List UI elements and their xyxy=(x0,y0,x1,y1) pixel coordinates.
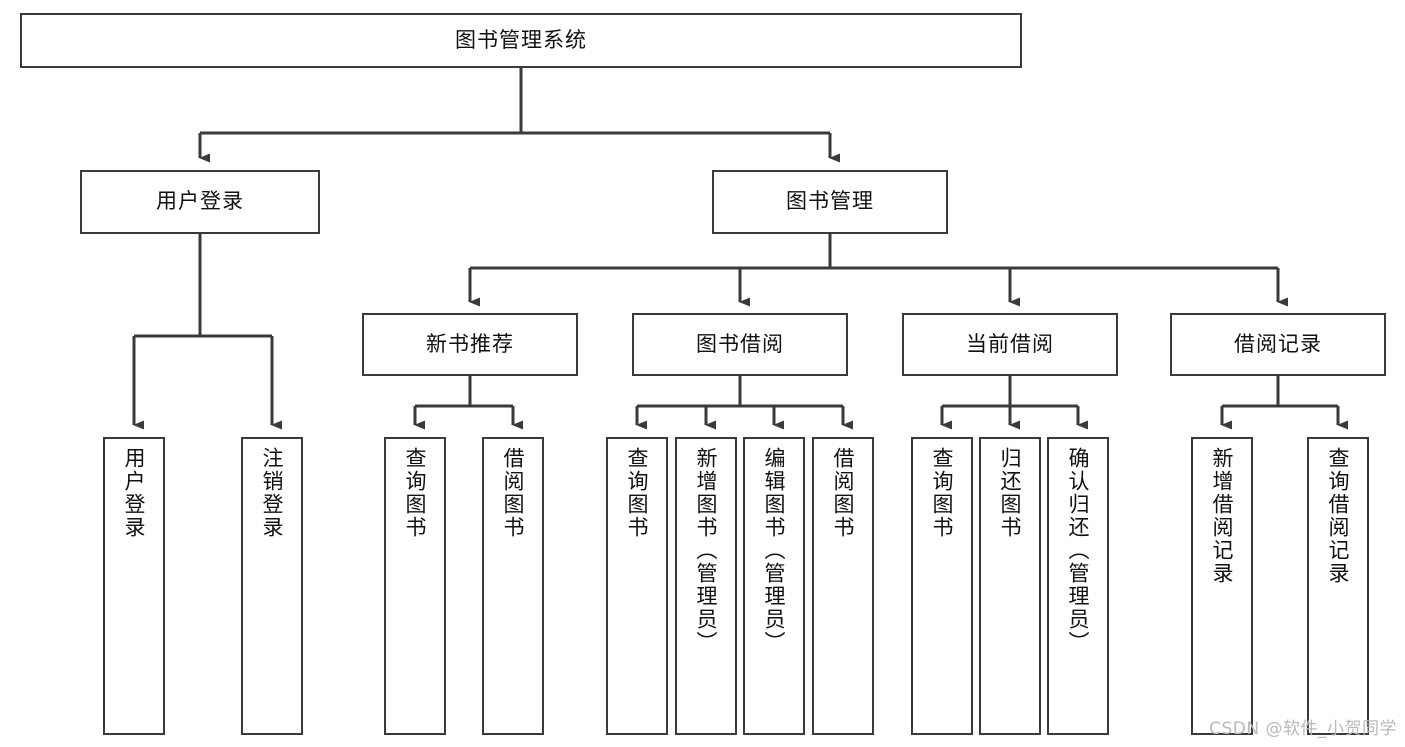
leaf-borrow-record-query[interactable]: 查询借阅记录 xyxy=(1307,437,1369,735)
leaf-user-login-logout[interactable]: 注销登录 xyxy=(241,437,303,735)
leaf-borrow-record-add[interactable]: 新增借阅记录 xyxy=(1191,437,1253,735)
node-new-book-recommend[interactable]: 新书推荐 xyxy=(362,313,578,376)
node-user-login[interactable]: 用户登录 xyxy=(80,170,320,234)
node-label: 图书管理 xyxy=(786,189,874,214)
node-label: 新增借阅记录 xyxy=(1210,447,1235,585)
node-label: 用户登录 xyxy=(122,447,147,539)
node-borrow-record[interactable]: 借阅记录 xyxy=(1170,313,1386,376)
node-label: 查询图书 xyxy=(930,447,955,539)
node-label: 查询图书 xyxy=(625,447,650,539)
leaf-book-borrow-edit[interactable]: 编辑图书（管理员） xyxy=(743,437,805,735)
leaf-book-borrow-add[interactable]: 新增图书（管理员） xyxy=(675,437,737,735)
leaf-new-book-query[interactable]: 查询图书 xyxy=(384,437,446,735)
node-label: 借阅图书 xyxy=(831,447,856,539)
node-label: 归还图书 xyxy=(998,447,1023,539)
node-label: 新书推荐 xyxy=(426,331,514,356)
node-current-borrow[interactable]: 当前借阅 xyxy=(902,313,1118,376)
node-book-management[interactable]: 图书管理 xyxy=(712,170,948,234)
node-label: 查询图书 xyxy=(403,447,428,539)
node-label: 当前借阅 xyxy=(966,331,1054,356)
node-label: 图书借阅 xyxy=(696,331,784,356)
node-label: 借阅记录 xyxy=(1234,331,1322,356)
leaf-current-borrow-return[interactable]: 归还图书 xyxy=(979,437,1041,735)
leaf-book-borrow-query[interactable]: 查询图书 xyxy=(606,437,668,735)
node-label: 借阅图书 xyxy=(501,447,526,539)
node-label: 查询借阅记录 xyxy=(1326,447,1351,585)
node-label: 图书管理系统 xyxy=(455,27,587,52)
node-root-system[interactable]: 图书管理系统 xyxy=(20,13,1022,68)
node-label: 确认归还（管理员） xyxy=(1066,447,1091,654)
node-book-borrow[interactable]: 图书借阅 xyxy=(632,313,848,376)
node-label: 编辑图书（管理员） xyxy=(762,447,787,654)
node-label: 用户登录 xyxy=(156,189,244,214)
csdn-watermark: CSDN @软件_小贺同学 xyxy=(1209,719,1397,739)
leaf-new-book-borrow[interactable]: 借阅图书 xyxy=(482,437,544,735)
leaf-user-login-login[interactable]: 用户登录 xyxy=(103,437,165,735)
node-label: 注销登录 xyxy=(260,447,285,539)
leaf-current-borrow-query[interactable]: 查询图书 xyxy=(911,437,973,735)
node-label: 新增图书（管理员） xyxy=(694,447,719,654)
leaf-book-borrow-borrow[interactable]: 借阅图书 xyxy=(812,437,874,735)
leaf-current-borrow-confirm-return[interactable]: 确认归还（管理员） xyxy=(1047,437,1109,735)
